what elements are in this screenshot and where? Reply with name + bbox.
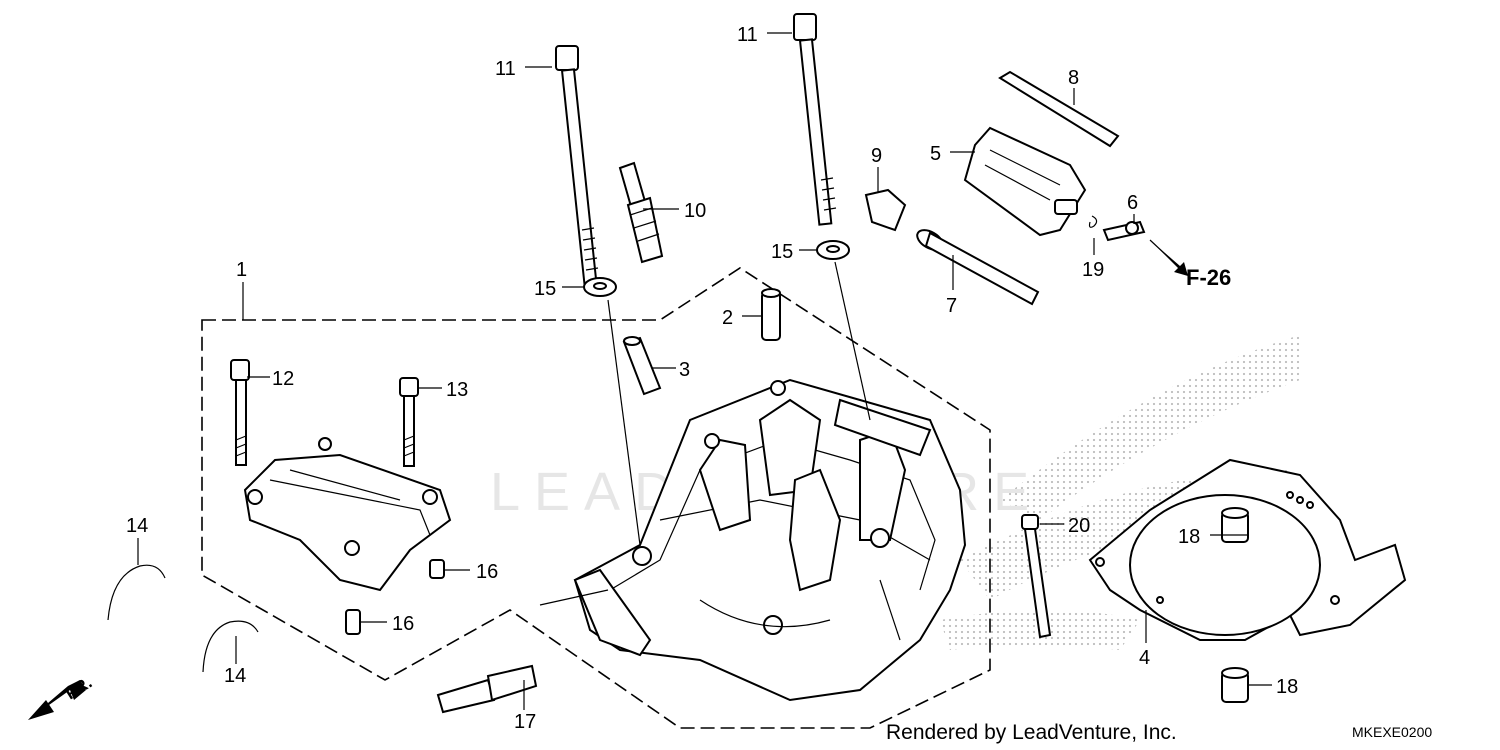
clip-9: [864, 188, 907, 232]
callout-15-right: 15: [771, 241, 793, 263]
front-label: FR.: [62, 673, 95, 704]
o-ring-14b: [202, 620, 259, 673]
reference-label-f26: F-26: [1186, 265, 1231, 290]
callout-20: 20: [1068, 515, 1090, 537]
callout-16-lower: 16: [392, 613, 414, 635]
callout-19: 19: [1082, 259, 1104, 281]
callout-12: 12: [272, 368, 294, 390]
leader-lines: [137, 32, 1272, 710]
rocker-assembly-outline: [201, 267, 991, 729]
callout-18-upper: 18: [1178, 526, 1200, 548]
callout-11-left: 11: [495, 58, 516, 80]
stud-17: [436, 664, 538, 714]
callout-9: 9: [871, 145, 882, 167]
valve-guide-2: [761, 288, 781, 341]
bolt-12: [230, 359, 250, 466]
callout-6: 6: [1127, 192, 1138, 214]
callout-8: 8: [1068, 67, 1079, 89]
o-ring-14a: [107, 564, 166, 621]
callout-14-upper: 14: [126, 515, 148, 537]
callout-2: 2: [722, 307, 733, 329]
pin-6: [1102, 220, 1146, 242]
credit-text: Rendered by LeadVenture, Inc.: [886, 721, 1177, 744]
clip-19: [1088, 215, 1098, 228]
spark-plug-10: [618, 161, 664, 264]
washer-15-right: [816, 240, 850, 260]
callout-1: 1: [236, 259, 247, 281]
shaft-8: [998, 70, 1120, 148]
head-gasket-4: [1088, 458, 1407, 641]
callout-7: 7: [946, 295, 957, 317]
bolt-11-right: [793, 13, 837, 226]
diagram-code: MKEXE0200: [1352, 724, 1432, 740]
callout-numbers: 1 2 3 4 5 6 7 8 9 10 11 11 12 13 14 14 1…: [126, 24, 1298, 733]
bolt-11-left: [555, 45, 599, 291]
washer-15-left: [583, 277, 617, 297]
stud-bolt-20: [1021, 514, 1052, 639]
cylinder-head: [573, 378, 967, 702]
rocker-holder: [243, 437, 452, 592]
bolt-13: [399, 377, 419, 467]
rocker-arm-5: [963, 126, 1087, 237]
dowel-pin-16a: [429, 559, 445, 579]
callout-17: 17: [514, 711, 536, 733]
rocker-shaft-7: [916, 229, 1040, 306]
callout-10: 10: [684, 200, 706, 222]
dowel-pin-16b: [345, 609, 361, 635]
dowel-pin-18a: [1221, 507, 1249, 543]
dowel-pin-18b: [1221, 667, 1249, 703]
valve-guide-3: [622, 336, 662, 396]
callout-14-lower: 14: [224, 665, 246, 687]
callout-4: 4: [1139, 647, 1150, 669]
callout-16-upper: 16: [476, 561, 498, 583]
callout-11-right: 11: [737, 24, 758, 46]
front-arrow: FR.: [28, 673, 95, 720]
callout-3: 3: [679, 359, 690, 381]
callout-18-lower: 18: [1276, 676, 1298, 698]
callout-13: 13: [446, 379, 468, 401]
callout-15-left: 15: [534, 278, 556, 300]
callout-5: 5: [930, 143, 941, 165]
